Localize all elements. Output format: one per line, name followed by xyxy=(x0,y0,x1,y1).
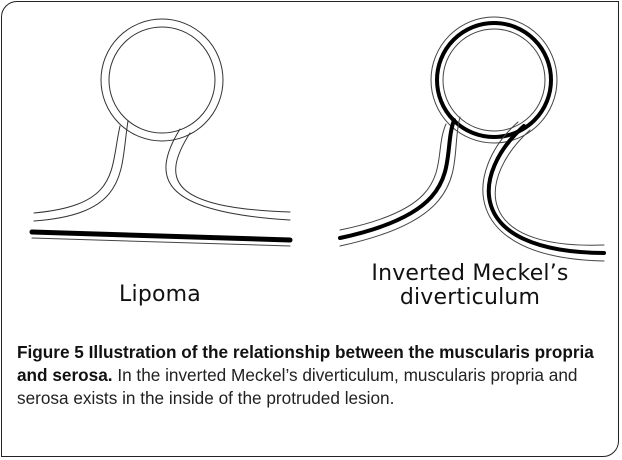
figure-caption: Figure 5 Illustration of the relationshi… xyxy=(17,341,613,410)
meckel-label: Inverted Meckel’s diverticulum xyxy=(335,262,605,310)
meckel-label-line1: Inverted Meckel’s xyxy=(335,262,605,286)
lipoma-label: Lipoma xyxy=(80,283,240,307)
lipoma-stalk-outer-left xyxy=(34,126,120,213)
meckel-stalk-thick-left xyxy=(340,120,454,238)
meckel-drawing xyxy=(340,17,604,261)
meckel-inner-circle xyxy=(443,29,545,131)
lipoma-stalk-outer-right xyxy=(176,133,290,212)
lipoma-stalk-inner-left xyxy=(34,121,128,221)
caption-label: Figure 5 xyxy=(17,342,84,362)
meckel-stalk-thick-right xyxy=(489,126,604,253)
meckel-outer-circle xyxy=(431,17,557,143)
meckel-stalk-outer-left xyxy=(340,124,446,230)
meckel-label-line2: diverticulum xyxy=(335,286,605,310)
lipoma-outer-circle xyxy=(101,19,223,141)
illustration xyxy=(0,0,622,280)
lipoma-inner-circle xyxy=(109,27,215,133)
lipoma-drawing xyxy=(32,19,290,246)
meckel-stalk-outer-right xyxy=(495,130,604,245)
